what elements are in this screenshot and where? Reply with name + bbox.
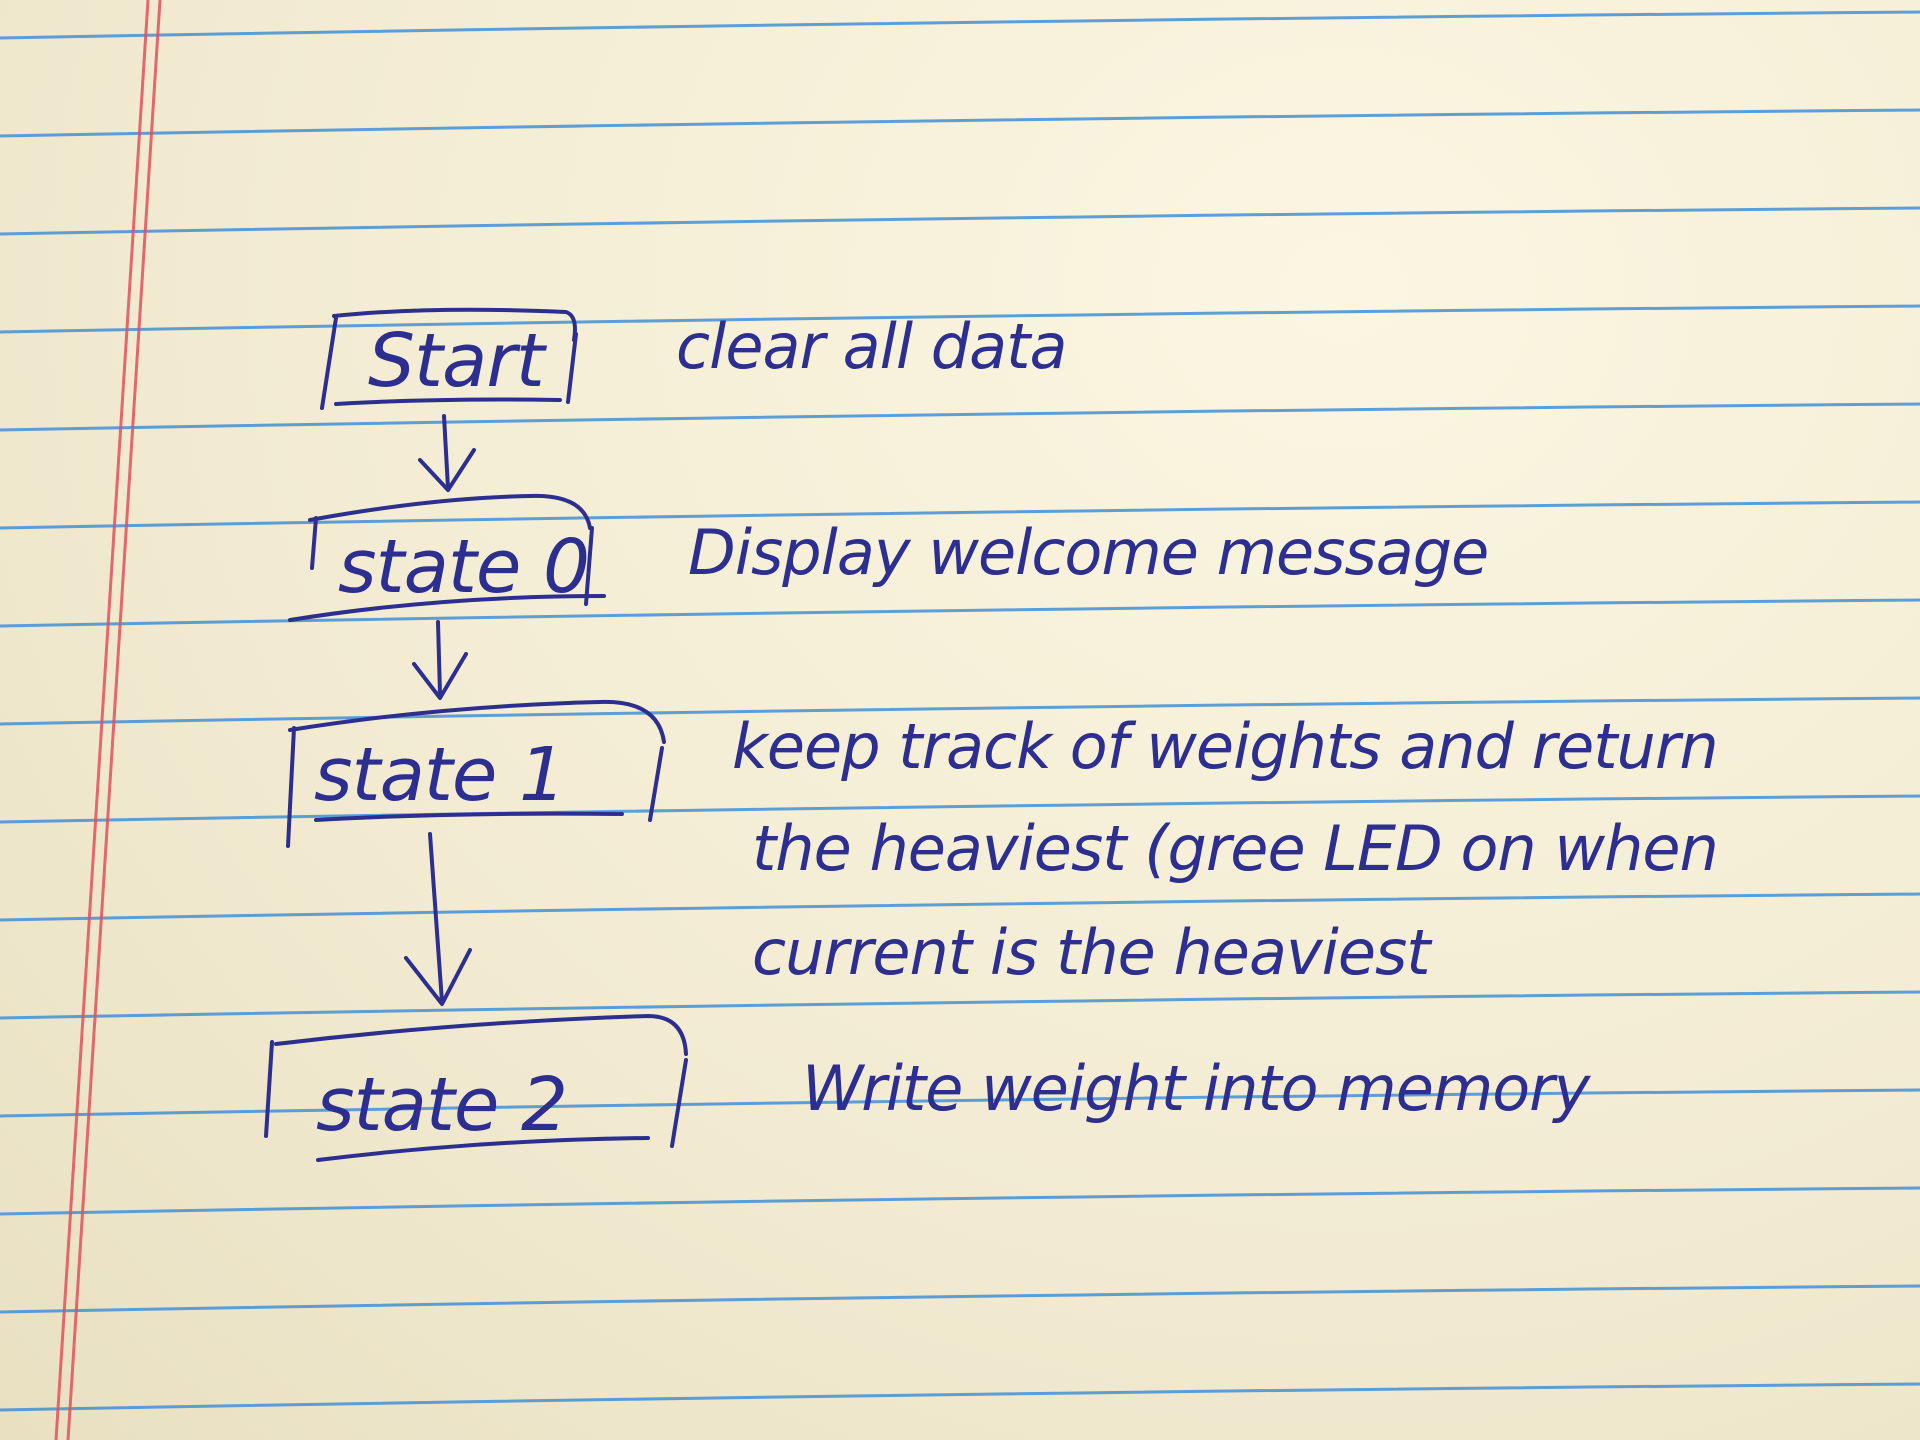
- arrow-state0-to-state1: [412, 620, 468, 700]
- arrow-state1-to-state2: [404, 832, 472, 1006]
- start-box: Start: [320, 307, 578, 410]
- start-note: clear all data: [676, 310, 1066, 383]
- ruled-line: [0, 696, 1920, 726]
- ruled-line: [0, 1284, 1920, 1314]
- ruled-line: [0, 1088, 1920, 1118]
- ruled-line: [0, 892, 1920, 922]
- ruled-line: [0, 1382, 1920, 1412]
- ruled-line: [0, 304, 1920, 334]
- state2-box: state 2: [264, 1014, 688, 1162]
- ruled-line: [0, 500, 1920, 530]
- state2-note: Write weight into memory: [802, 1052, 1592, 1125]
- margin-line: [66, 0, 162, 1440]
- ruled-line: [0, 990, 1920, 1020]
- state1-note-line-2: the heaviest (gree LED on when: [752, 812, 1718, 885]
- ruled-line: [0, 108, 1920, 138]
- state1-box: state 1: [286, 699, 666, 848]
- start-label: Start: [368, 318, 548, 404]
- ruled-line: [0, 10, 1920, 40]
- state0-box: state 0: [288, 493, 606, 622]
- ruled-line: [0, 206, 1920, 236]
- margin-line: [54, 0, 150, 1440]
- state0-label: state 0: [338, 524, 589, 610]
- arrow-start-to-state0: [418, 414, 476, 492]
- state2-label: state 2: [316, 1062, 567, 1148]
- ruled-line: [0, 402, 1920, 432]
- ruled-line: [0, 1186, 1920, 1216]
- state1-label: state 1: [314, 732, 565, 818]
- state1-note-line-3: current is the heaviest: [752, 916, 1433, 989]
- state1-note-line-1: keep track of weights and return: [732, 710, 1718, 783]
- state0-note: Display welcome message: [688, 516, 1488, 589]
